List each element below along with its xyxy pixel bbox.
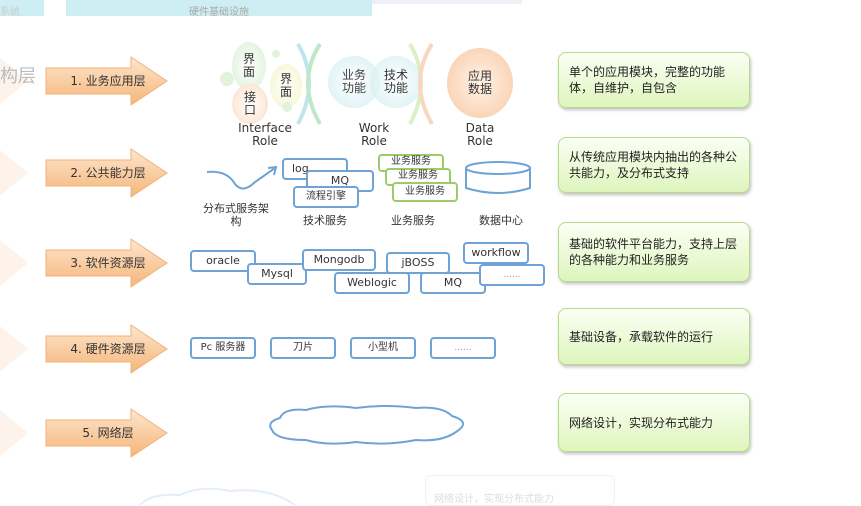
circle-ui-1: 界面 (232, 42, 266, 90)
circle-label: 界面 (242, 52, 255, 79)
layer-description-3: 基础的软件平台能力，支持上层的各种能力和业务服务 (558, 222, 750, 282)
ghost-text: 硬件基础设施 (189, 7, 249, 18)
bubble (220, 72, 234, 86)
arrow-shape (45, 324, 168, 374)
separator-arc (418, 42, 434, 125)
role-separators (296, 42, 434, 125)
biz-services-label: 业务服务 (391, 214, 435, 227)
layer-description-5: 网络设计，实现分布式能力 (558, 393, 750, 452)
software-mysql: Mysql (247, 263, 307, 285)
ghost-arrow (0, 150, 30, 196)
database-icon (465, 161, 531, 194)
circle-label: 技术功能 (383, 68, 408, 95)
separator-arc (306, 42, 322, 125)
arrow-shape (45, 238, 168, 288)
circle-ui-2: 界面 (270, 64, 302, 108)
hardware-more: ...... (430, 337, 496, 359)
layer-arrow-2: 2. 公共能力层 (45, 148, 169, 198)
layer-description-4: 基础设备，承载软件的运行 (558, 308, 750, 365)
hardware-blade: 刀片 (270, 337, 336, 359)
software-weblogic: Weblogic (334, 272, 410, 294)
ghost-arrow (0, 410, 30, 456)
software-more: ...... (479, 264, 545, 286)
software-mongodb: Mongodb (302, 249, 376, 271)
software-oracle: oracle (190, 250, 256, 272)
layer-arrow-1: 1. 业务应用层 (45, 56, 169, 106)
hardware-minicomputer: 小型机 (350, 337, 416, 359)
ghost-arrow (0, 326, 30, 372)
circle-label: 业务功能 (341, 68, 366, 95)
ghost-bar (372, 0, 522, 4)
layer-description-2: 从传统应用模块内抽出的各种公共能力，及分布式支持 (558, 137, 750, 193)
layer-label: 2. 公共能力层 (70, 166, 146, 180)
interface-role-label: Interface Role (238, 121, 292, 148)
layer-label: 4. 硬件资源层 (70, 342, 146, 356)
circle-label: 界面 (279, 72, 292, 99)
software-workflow: workflow (463, 242, 529, 264)
ghost-arrow (0, 58, 30, 104)
tech-box-workflow-engine: 流程引擎 (293, 186, 359, 208)
network-cloud-icon (269, 405, 464, 445)
layer-arrow-5: 5. 网络层 (45, 408, 169, 458)
bubble (272, 50, 280, 58)
layer-label: 1. 业务应用层 (70, 74, 146, 88)
ghost-left-label: 构层 (0, 66, 36, 87)
software-mq: MQ (420, 272, 486, 294)
ghost-cloud (139, 487, 296, 506)
distributed-arrow-icon (206, 165, 278, 190)
distributed-label: 分布式服务架构 (203, 202, 269, 228)
circle-app-data: 应用数据 (447, 48, 513, 118)
layer-label: 3. 软件资源层 (70, 256, 146, 270)
layer-arrow-3: 3. 软件资源层 (45, 238, 169, 288)
arrow-shape (45, 56, 168, 106)
circle-label: 应用数据 (467, 69, 492, 96)
hardware-pc-server: Pc 服务器 (190, 337, 256, 359)
layer-label: 5. 网络层 (82, 426, 134, 440)
arrow-shape (45, 148, 168, 198)
software-jboss: jBOSS (386, 252, 450, 274)
layer-arrow-4: 4. 硬件资源层 (45, 324, 169, 374)
arrow-shape (45, 408, 168, 458)
circle-tech-function: 技术功能 (370, 56, 422, 108)
ghost-arrow (0, 240, 30, 286)
biz-box: 业务服务 (392, 182, 458, 202)
ghost-text: 系统 (0, 7, 20, 18)
tech-services-label: 技术服务 (303, 214, 347, 227)
data-center-label: 数据中心 (479, 214, 523, 227)
work-role-label: Work Role (358, 121, 390, 148)
bubble (282, 102, 292, 112)
circle-api: 接口 (232, 84, 268, 124)
ghost-panel-left: 系统 (0, 0, 44, 18)
data-role-label: Data Role (465, 121, 495, 148)
layer-description-1: 单个的应用模块，完整的功能体，自维护，自包含 (558, 52, 750, 108)
ghost-bottom-desc: 网络设计，实现分布式能力 (425, 475, 615, 506)
circle-label: 接口 (243, 90, 256, 117)
ghost-panel-center: 硬件基础设施 (66, 0, 372, 18)
